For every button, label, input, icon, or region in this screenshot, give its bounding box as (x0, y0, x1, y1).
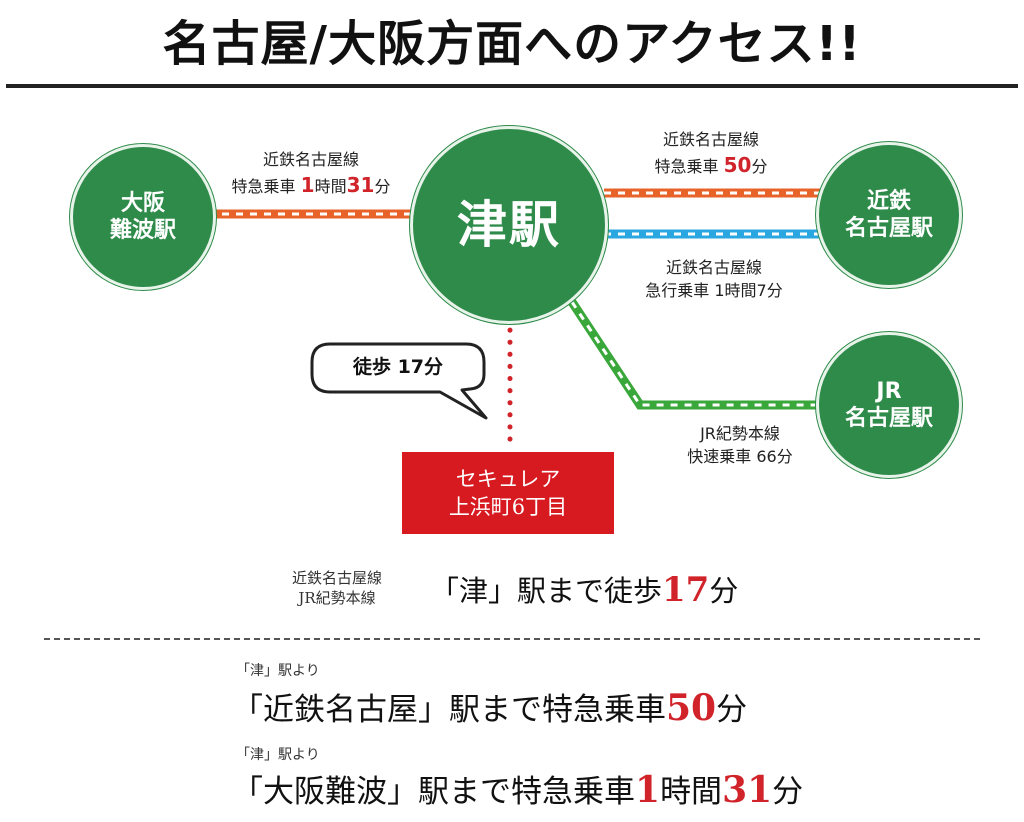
station-jr-nagoya: JR 名古屋駅 (816, 332, 962, 478)
walk-summary: 「津」駅まで徒歩17分 (430, 570, 739, 610)
page-title: 名古屋/大阪方面へのアクセス!! (162, 16, 862, 72)
access-from-label: 「津」駅より (236, 747, 320, 763)
route-label-jr: JR紀勢本線 快速乗車 66分 (687, 424, 793, 467)
destination-box: セキュレア 上浜町6丁目 (402, 452, 614, 534)
route-label-kintetsu-rapid: 近鉄名古屋線 急行乗車 1時間7分 (645, 258, 783, 301)
access-line-names: 近鉄名古屋線 JR紀勢本線 (292, 569, 383, 608)
access-from-label: 「津」駅より (236, 663, 320, 679)
route-label-kintetsu-express: 近鉄名古屋線 特急乗車 50分 (654, 130, 768, 178)
title-underline (6, 84, 1018, 88)
station-kintetsu-nagoya: 近鉄 名古屋駅 (816, 142, 962, 288)
route-line-jr (568, 299, 822, 410)
station-tsu: 津駅 (410, 126, 608, 324)
station-osaka-namba: 大阪 難波駅 (70, 144, 216, 290)
walk-bubble (310, 342, 488, 420)
walk-bubble-text: 徒歩 17分 (352, 356, 444, 378)
access-row-osaka-namba: 「大阪難波」駅まで特急乗車1時間31分 (232, 769, 804, 811)
access-row-kintetsu-nagoya: 「近鉄名古屋」駅まで特急乗車50分 (232, 687, 748, 729)
dashed-divider (44, 638, 980, 640)
route-label-osaka: 近鉄名古屋線 特急乗車 1時間31分 (231, 150, 391, 198)
